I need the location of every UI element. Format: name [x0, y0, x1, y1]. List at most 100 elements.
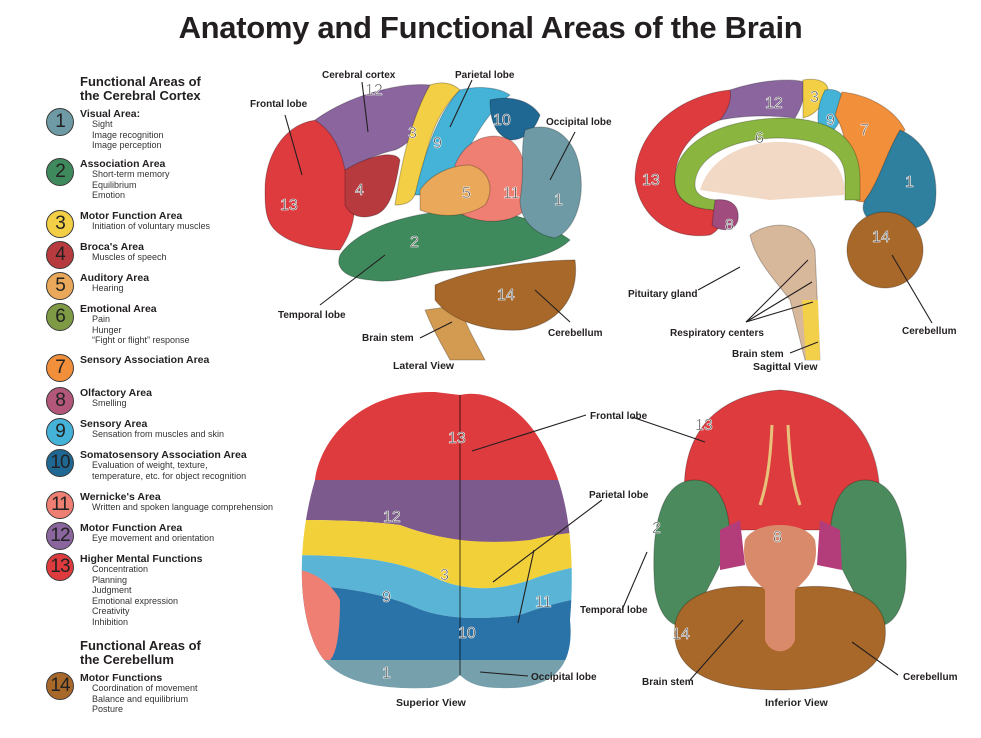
region-12 [718, 79, 806, 121]
legend-item-line: Hunger [92, 324, 122, 335]
svg-text:14: 14 [872, 229, 890, 246]
label-cerebral-cortex: Cerebral cortex [322, 70, 396, 81]
region-5 [419, 164, 491, 216]
label-parietal-lobe: Parietal lobe [455, 70, 515, 81]
legend-item-line: Equilibrium [92, 179, 137, 190]
caption-sagittal-view: Sagittal View [753, 361, 818, 373]
region-8-right [817, 520, 842, 570]
legend-item-line: Image perception [92, 140, 162, 150]
legend-heading-cortex: Functional Areas of the Cerebral Cortex [80, 74, 201, 103]
svg-text:10: 10 [493, 112, 511, 129]
region-1 [519, 126, 582, 239]
label-temporal-lobe: Temporal lobe [278, 310, 346, 321]
legend-item-title: Wernicke's Area [80, 491, 161, 503]
region-8 [720, 520, 745, 570]
legend-number-badge: 1 [46, 108, 74, 136]
region-13 [683, 389, 881, 531]
region-3 [802, 78, 829, 119]
legend-heading-cerebellum: Functional Areas of the Cerebellum [80, 638, 201, 667]
svg-text:3: 3 [810, 89, 819, 106]
label-parietal-lobe: Parietal lobe [589, 490, 649, 501]
region-3 [301, 520, 572, 589]
svg-text:13: 13 [695, 417, 713, 434]
svg-text:9: 9 [826, 112, 835, 129]
svg-text:3: 3 [408, 125, 417, 142]
brainstem-shape [744, 525, 816, 652]
legend-item-line: Inhibition [92, 616, 129, 627]
legend-number-badge: 3 [46, 210, 74, 238]
legend-item-line: “Fight or flight” response [92, 335, 190, 345]
legend-number-badge: 2 [46, 158, 74, 186]
legend-item-line: Coordination of movement [92, 683, 198, 693]
legend-item-title: Somatosensory Association Area [80, 449, 247, 461]
legend-item-line: Evaluation of weight, texture, [92, 460, 208, 470]
svg-text:8: 8 [773, 529, 782, 546]
legend-item-line: Emotion [92, 190, 126, 200]
corpus-shape [700, 141, 845, 200]
legend-number-badge: 6 [46, 303, 74, 331]
region-14 [846, 211, 924, 289]
svg-text:1: 1 [554, 192, 563, 209]
label-cerebellum: Cerebellum [548, 328, 603, 339]
region-8 [711, 199, 739, 231]
inferior-view: 132 814 Temporal lobe Brain stem Cerebel… [580, 389, 958, 709]
legend-item-title: Motor Function Area [80, 210, 183, 222]
label-frontal-lobe: Frontal lobe [250, 99, 308, 110]
svg-text:12: 12 [765, 95, 783, 112]
svg-text:10: 10 [458, 625, 476, 642]
caption-lateral-view: Lateral View [393, 360, 455, 372]
svg-text:12: 12 [383, 509, 401, 526]
legend-number-badge: 5 [46, 272, 74, 300]
legend-number-badge: 14 [46, 672, 74, 700]
caption-inferior-view: Inferior View [765, 697, 829, 709]
legend-item-title: Higher Mental Functions [80, 553, 203, 565]
svg-text:12: 12 [365, 82, 383, 99]
label-occipital-lobe: Occipital lobe [531, 672, 597, 683]
svg-text:11: 11 [503, 185, 520, 202]
region-14 [434, 259, 577, 331]
svg-text:13: 13 [642, 172, 660, 189]
legend-item-description: Muscles of speech [92, 252, 167, 263]
legend-item-title: Olfactory Area [80, 387, 152, 399]
label-pituitary-gland: Pituitary gland [628, 289, 697, 300]
legend-item-line: Written and spoken language comprehensio… [92, 502, 273, 512]
legend-item-line: Sensation from muscles and skin [92, 429, 225, 439]
legend-item-line: Smelling [92, 398, 127, 408]
legend-number-badge: 12 [46, 522, 74, 550]
svg-text:13: 13 [280, 197, 298, 214]
legend-item-line: Posture [92, 704, 124, 714]
svg-text:4: 4 [355, 182, 364, 199]
legend-item-line: Planning [92, 574, 128, 585]
legend-item-line: temperature, etc. for object recognition [92, 470, 247, 481]
legend-item-title: Motor Functions [80, 672, 163, 684]
legend-item-description: Written and spoken language comprehensio… [92, 502, 273, 513]
label-temporal-lobe: Temporal lobe [580, 605, 648, 616]
svg-text:11: 11 [535, 594, 552, 611]
legend-number-badge: 10 [46, 449, 74, 477]
legend-item-line: Creativity [92, 606, 130, 616]
region-10 [301, 585, 572, 660]
olfactory-nerves [758, 424, 802, 506]
legend-item-line: Judgment [92, 585, 132, 595]
svg-text:2: 2 [410, 234, 419, 251]
svg-text:6: 6 [755, 130, 764, 147]
legend-item-description: Sensation from muscles and skin [92, 429, 224, 440]
svg-text:14: 14 [497, 287, 515, 304]
legend-item-title: Sensory Area [80, 418, 148, 430]
legend-item-line: Eye movement and orientation [92, 533, 215, 543]
legend-item-line: Balance and equilibrium [92, 693, 189, 704]
legend-item-description: Hearing [92, 283, 124, 294]
svg-text:1: 1 [382, 665, 391, 682]
page-title: Anatomy and Functional Areas of the Brai… [178, 10, 803, 45]
svg-text:8: 8 [725, 217, 734, 234]
legend-item-title: Motor Function Area [80, 522, 183, 534]
label-brain-stem: Brain stem [362, 333, 414, 344]
legend-item-line: Concentration [92, 564, 149, 574]
